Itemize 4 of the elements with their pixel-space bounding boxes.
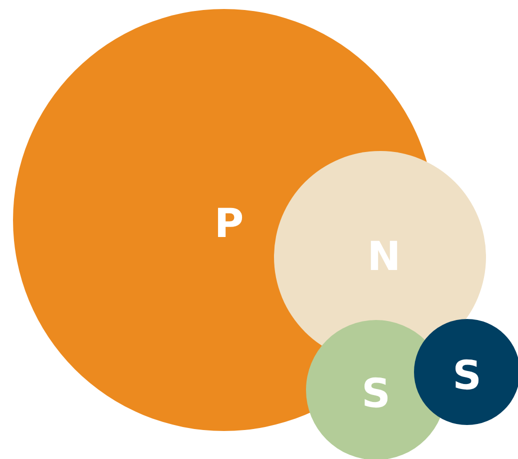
circle-label: N bbox=[367, 237, 401, 277]
circle-label: S bbox=[452, 356, 482, 396]
circle-label: S bbox=[362, 374, 390, 414]
circle-label: P bbox=[214, 204, 244, 244]
